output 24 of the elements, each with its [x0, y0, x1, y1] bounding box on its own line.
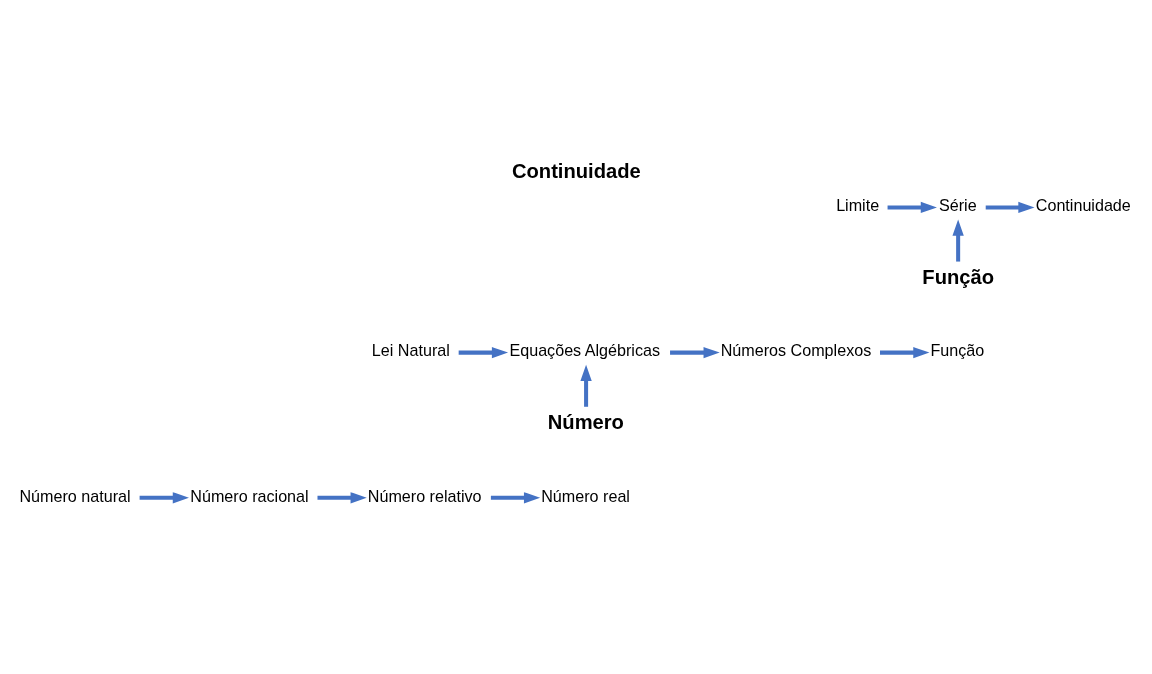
node-text: Número real — [541, 486, 630, 505]
node-text: Função — [922, 265, 995, 288]
node-text: Equações Algébricas — [509, 340, 661, 359]
node-text: Lei Natural — [371, 340, 450, 359]
arrow — [139, 491, 189, 503]
arrow — [317, 491, 367, 503]
arrow — [880, 346, 930, 358]
arrow — [580, 364, 592, 407]
node-text: Limite — [836, 195, 880, 214]
arrow — [985, 201, 1035, 213]
node-text: Número racional — [190, 486, 309, 505]
arrow — [952, 219, 964, 262]
node-text: Continuidade — [1035, 195, 1131, 214]
arrow — [490, 491, 541, 503]
node-text: Número — [547, 410, 624, 433]
node-text: Número relativo — [367, 486, 482, 505]
diagram-title: Continuidade — [511, 159, 641, 182]
arrow — [458, 346, 509, 358]
arrow — [887, 201, 937, 213]
node-text: Função — [930, 340, 985, 359]
node-text: Número natural — [19, 486, 131, 505]
node-text: Série — [938, 195, 977, 214]
node-text: Números Complexos — [720, 340, 872, 359]
arrow — [670, 346, 720, 358]
